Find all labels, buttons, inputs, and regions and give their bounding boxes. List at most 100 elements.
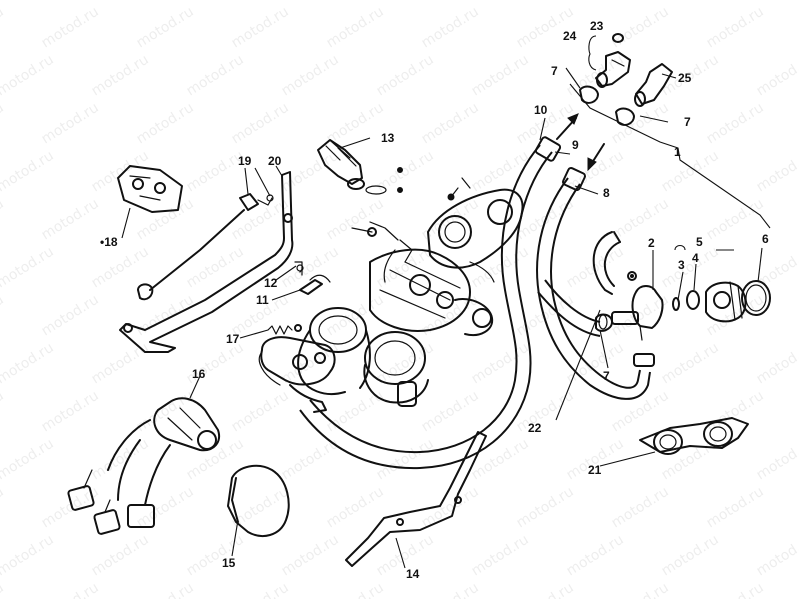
watermark-text: motod.ru: [659, 148, 722, 196]
watermark-text: motod.ru: [324, 4, 387, 52]
watermark-text: motod.ru: [0, 100, 7, 148]
watermark-text: motod.ru: [89, 340, 152, 388]
watermark-text: motod.ru: [0, 436, 57, 484]
watermark-text: motod.ru: [514, 388, 577, 436]
watermark-text: motod.ru: [419, 580, 482, 599]
callout-18: •18: [100, 235, 118, 249]
watermark-text: motod.ru: [514, 4, 577, 52]
bracket-21: [639, 417, 749, 455]
watermark-text: motod.ru: [229, 580, 292, 599]
watermark-text: motod.ru: [89, 52, 152, 100]
callout-5: 5: [696, 235, 703, 249]
leader-lines: [121, 35, 771, 569]
sensor-cable-19: [137, 193, 274, 301]
watermark-text: motod.ru: [0, 52, 57, 100]
watermark-text: motod.ru: [754, 148, 799, 196]
watermark-text: motod.ru: [659, 0, 722, 3]
watermark-text: motod.ru: [514, 580, 577, 599]
watermark-text: motod.ru: [39, 196, 102, 244]
callout-7-top-left: 7: [551, 64, 558, 78]
watermark-text: motod.ru: [324, 292, 387, 340]
callout-3: 3: [678, 258, 685, 272]
callout-15: 15: [222, 556, 236, 570]
watermark-text: motod.ru: [0, 532, 57, 580]
watermark-text: motod.ru: [279, 0, 342, 3]
watermark-text: motod.ru: [0, 196, 7, 244]
callout-1: 1: [674, 145, 681, 159]
callout-16: 16: [192, 367, 206, 381]
callout-2: 2: [648, 236, 655, 250]
watermark-text: motod.ru: [0, 580, 7, 599]
watermark-text: motod.ru: [0, 388, 7, 436]
callout-10: 10: [534, 103, 548, 117]
watermark-text: motod.ru: [704, 100, 767, 148]
watermark-text: motod.ru: [0, 340, 57, 388]
watermark-text: motod.ru: [89, 532, 152, 580]
callout-4: 4: [692, 251, 699, 265]
watermark-text: motod.ru: [229, 4, 292, 52]
watermark-text: motod.ru: [754, 0, 799, 3]
watermark-text: motod.ru: [469, 436, 532, 484]
callout-12: 12: [264, 276, 278, 290]
watermark-text: motod.ru: [704, 580, 767, 599]
watermark-text: motod.ru: [134, 484, 197, 532]
watermark-text: motod.ru: [659, 436, 722, 484]
watermark-text: motod.ru: [0, 484, 7, 532]
watermark-text: motod.ru: [184, 0, 247, 3]
watermark-text: motod.ru: [754, 52, 799, 100]
watermark-text: motod.ru: [0, 244, 57, 292]
hose-clip-22: [592, 231, 621, 295]
callout-8: 8: [603, 186, 610, 200]
watermark-text: motod.ru: [89, 436, 152, 484]
watermark-text: motod.ru: [134, 196, 197, 244]
watermark-text: motod.ru: [659, 244, 722, 292]
callout-labels: 1 2 3 4 5 6 7 7 7 8 9 10 11 12 13 14 15 …: [100, 19, 769, 581]
watermark-text: motod.ru: [324, 100, 387, 148]
callout-22: 22: [528, 421, 542, 435]
watermark-text: motod.ru: [39, 580, 102, 599]
watermark-text: motod.ru: [514, 484, 577, 532]
watermark-text: motod.ru: [184, 52, 247, 100]
watermark-text: motod.ru: [374, 0, 437, 3]
watermark-text: motod.ru: [184, 244, 247, 292]
watermark-text: motod.ru: [419, 292, 482, 340]
watermark-text: motod.ru: [609, 196, 672, 244]
watermark-text: motod.ru: [134, 388, 197, 436]
watermark-text: motod.ru: [324, 484, 387, 532]
watermark-text: motod.ru: [134, 4, 197, 52]
watermark-text: motod.ru: [39, 388, 102, 436]
watermark-text: motod.ru: [279, 532, 342, 580]
watermark-text: motod.ru: [419, 100, 482, 148]
fuel-hoses: [299, 113, 651, 470]
callout-7-top-right: 7: [684, 115, 691, 129]
callout-13: 13: [381, 131, 395, 145]
watermark-text: motod.ru: [229, 388, 292, 436]
callout-6: 6: [762, 232, 769, 246]
watermark-text: motod.ru: [0, 148, 57, 196]
watermark-text: motod.ru: [469, 532, 532, 580]
watermark-text: motod.ru: [704, 196, 767, 244]
watermark-text: motod.ru: [374, 436, 437, 484]
watermark-text: motod.ru: [324, 196, 387, 244]
callout-11: 11: [256, 293, 269, 307]
watermark-text: motod.ru: [564, 532, 627, 580]
watermark-text: motod.ru: [469, 52, 532, 100]
support-bracket-20: [119, 171, 294, 353]
watermark-text: motod.ru: [469, 0, 532, 3]
callout-7-bottom: 7: [603, 369, 610, 383]
watermark-text: motod.ru: [754, 532, 799, 580]
watermark-text: motod.ru: [609, 4, 672, 52]
watermark-text: motod.ru: [0, 4, 7, 52]
watermark-text: motod.ru: [39, 4, 102, 52]
watermark-text: motod.ru: [279, 52, 342, 100]
throttle-body-assembly: [258, 177, 524, 413]
watermark-text: motod.ru: [419, 388, 482, 436]
watermark-text: motod.ru: [659, 532, 722, 580]
pressure-regulator-parts: [595, 271, 771, 367]
cover-15: [227, 464, 290, 537]
watermark-text: motod.ru: [279, 340, 342, 388]
callout-25: 25: [678, 71, 692, 85]
bracket-14: [345, 431, 487, 567]
watermark-text: motod.ru: [609, 484, 672, 532]
